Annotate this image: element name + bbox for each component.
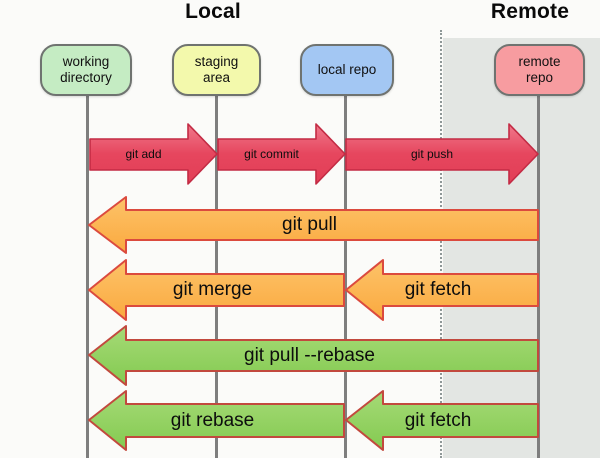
git-rebase-arrow: git rebase (88, 390, 345, 451)
git-pull-rebase-arrow: git pull --rebase (88, 325, 539, 386)
local-repo-label: local repo (317, 61, 377, 77)
git-push-label: git push (410, 147, 454, 161)
git-pull-rebase-label: git pull --rebase (244, 344, 375, 366)
git-pull-arrow: git pull (88, 196, 539, 254)
git-rebase-label: git rebase (170, 409, 255, 431)
git-fetch-orange-arrow: git fetch (345, 259, 539, 321)
git-push-arrow: git push (345, 123, 539, 185)
git-add-arrow: git add (89, 123, 218, 185)
local-repo-lifeline (344, 96, 347, 458)
git-merge-label: git merge (172, 279, 253, 300)
staging-area-node: staging area (172, 44, 261, 96)
git-merge-arrow: git merge (88, 259, 345, 321)
working-directory-label: working directory (60, 53, 112, 85)
git-pull-label: git pull (282, 214, 337, 235)
remote-repo-label: remote repo (518, 53, 561, 85)
staging-area-label: staging area (194, 53, 239, 85)
working-directory-node: working directory (40, 44, 132, 96)
git-fetch-green-label: git fetch (404, 409, 472, 431)
local-repo-node: local repo (300, 44, 394, 96)
local-remote-divider-line (440, 30, 442, 458)
remote-section-title: Remote (490, 0, 570, 23)
git-fetch-orange-label: git fetch (404, 279, 472, 300)
git-commit-label: git commit (244, 147, 299, 161)
working-directory-lifeline (86, 96, 89, 458)
remote-repo-node: remote repo (494, 44, 585, 96)
local-section-title: Local (185, 0, 241, 23)
remote-background-panel (443, 38, 600, 458)
git-commit-arrow: git commit (217, 123, 346, 185)
git-add-label: git add (125, 147, 162, 161)
git-fetch-green-arrow: git fetch (345, 390, 539, 451)
